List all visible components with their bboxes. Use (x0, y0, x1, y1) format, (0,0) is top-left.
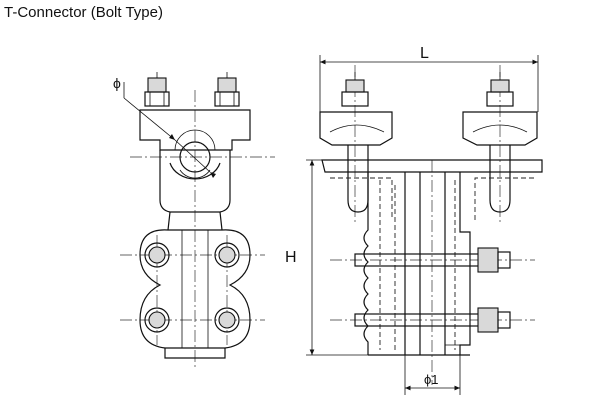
right-bolt-nut (214, 72, 240, 107)
bolt-head-bottom-right (214, 307, 240, 333)
lower-through-bolt (354, 307, 511, 333)
upper-through-bolt (354, 247, 511, 273)
front-view: L H (285, 45, 543, 395)
bolt-head-top-right (214, 242, 240, 268)
length-label: L (420, 45, 429, 62)
diameter-1-label: ϕ1 (424, 372, 439, 387)
left-bolt-nut (144, 72, 170, 107)
bolt-head-top-left (144, 242, 170, 268)
bolt-head-bottom-left (144, 307, 170, 333)
height-label: H (285, 249, 297, 266)
side-view: ϕ (113, 72, 275, 370)
diagram-title: T-Connector (Bolt Type) (4, 4, 163, 21)
left-top-clamp (319, 72, 393, 213)
diameter-label: ϕ (113, 75, 121, 91)
right-top-clamp (462, 72, 538, 213)
